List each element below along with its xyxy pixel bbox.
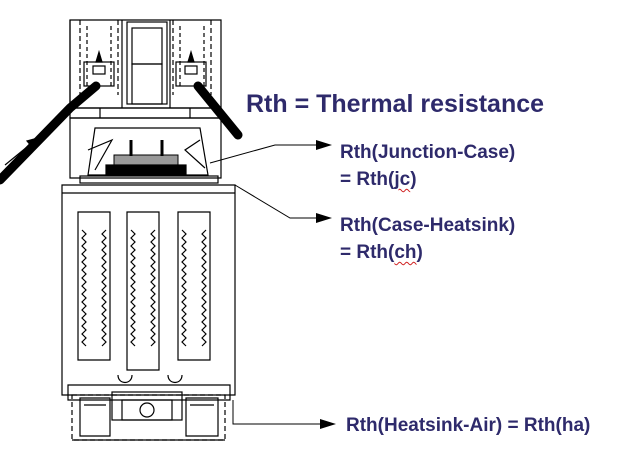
terminal-screws [92, 49, 198, 75]
heatsink [61, 184, 236, 401]
junction-case-suffix: ) [410, 169, 417, 190]
case-heatsink-line1: Rth(Case-Heatsink) [340, 215, 516, 236]
junction-case-line2: = Rth(jc) [340, 166, 515, 193]
case-heatsink-label: Rth(Case-Heatsink) = Rth(ch) [340, 212, 515, 266]
diagram-title: Rth = Thermal resistance [246, 90, 545, 118]
leader-arrowheads [316, 140, 336, 429]
module-base [69, 117, 222, 184]
case-heatsink-suffix: ) [416, 242, 423, 263]
mounting-base [71, 391, 226, 441]
case-heatsink-subscript: ch [394, 242, 417, 263]
junction-case-subscript: jc [394, 169, 411, 190]
junction-case-line1: Rth(Junction-Case) [340, 142, 516, 163]
case-heatsink-line2: = Rth(ch) [340, 239, 515, 266]
external-leads [0, 81, 243, 185]
junction-case-label: Rth(Junction-Case) = Rth(jc) [340, 139, 515, 193]
heatsink-air-label: Rth(Heatsink-Air) = Rth(ha) [346, 415, 591, 436]
case-heatsink-prefix: = Rth( [340, 242, 395, 263]
leader-lines [209, 144, 320, 425]
junction-case-prefix: = Rth( [340, 169, 395, 190]
current-arrow [4, 137, 40, 166]
